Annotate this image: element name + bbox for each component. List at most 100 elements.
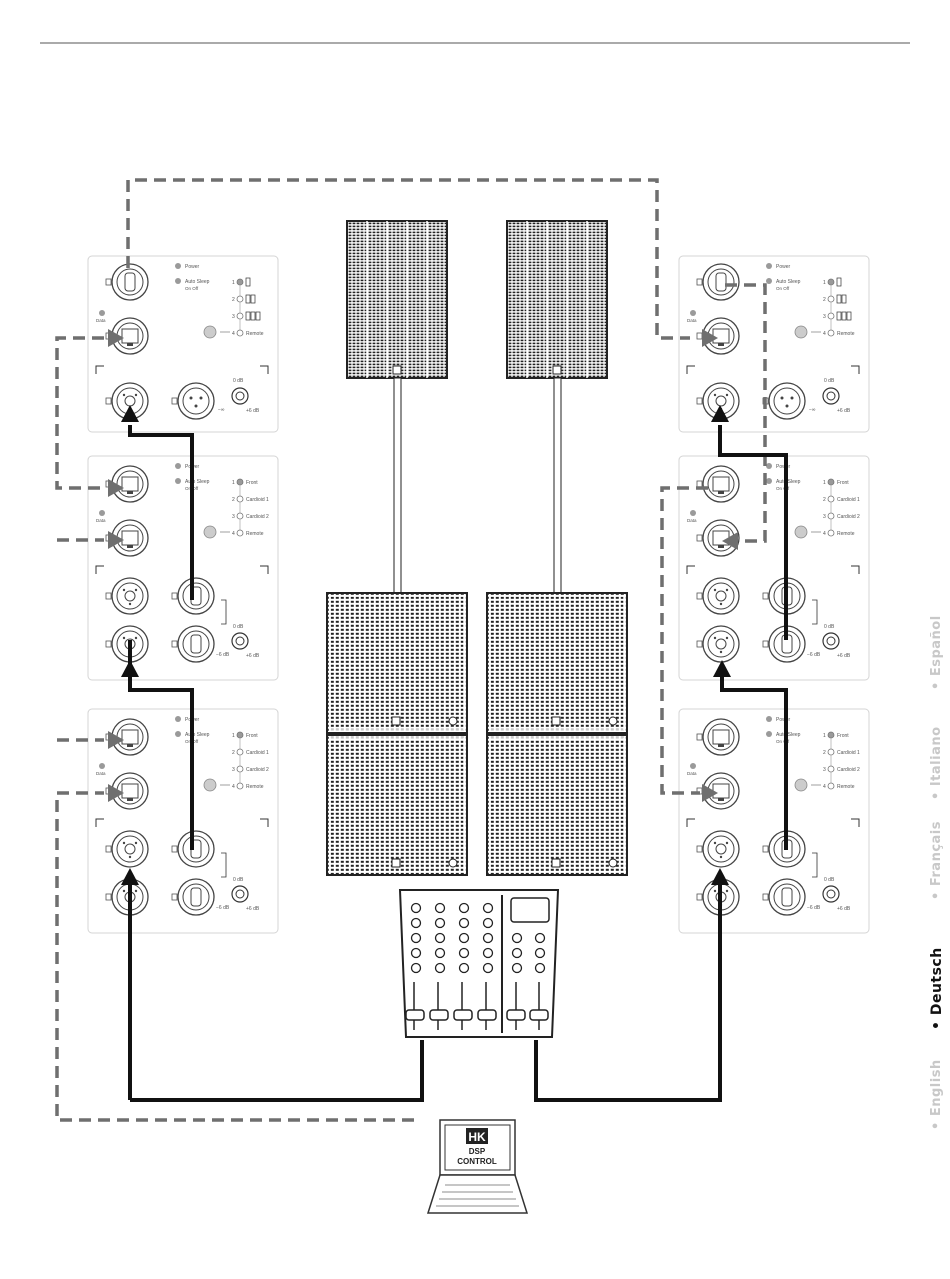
- line-input-a: [105, 577, 149, 615]
- mixer: [398, 889, 560, 1038]
- speaker-stack-left: [326, 220, 468, 876]
- line-output-b: [171, 878, 215, 916]
- svg-text:+6 dB: +6 dB: [837, 653, 851, 659]
- data-label: Data: [687, 518, 697, 523]
- laptop-line2: CONTROL: [457, 1157, 497, 1166]
- line-output: [762, 382, 806, 420]
- language-tab-1[interactable]: • Italiano: [929, 726, 944, 800]
- auto-sleep-label: Auto Sleep: [776, 279, 801, 285]
- svg-text:1: 1: [232, 733, 235, 739]
- svg-text:3: 3: [823, 314, 826, 320]
- auto-sleep-label: Auto Sleep: [776, 479, 801, 485]
- svg-text:Remote: Remote: [246, 531, 264, 537]
- power-label: Power: [776, 464, 791, 470]
- svg-text:Cardioid 1: Cardioid 1: [837, 497, 860, 503]
- svg-text:+6 dB: +6 dB: [837, 906, 851, 912]
- svg-text:Front: Front: [246, 480, 258, 486]
- data-label: Data: [96, 518, 106, 523]
- laptop-dsp-control: HK DSP CONTROL: [426, 1119, 529, 1214]
- language-tab-0[interactable]: • Español: [929, 615, 944, 690]
- svg-text:Cardioid 1: Cardioid 1: [246, 497, 269, 503]
- svg-text:0 dB: 0 dB: [233, 877, 244, 883]
- svg-text:4: 4: [823, 531, 826, 537]
- speakon-output: [696, 263, 740, 301]
- svg-text:1: 1: [823, 280, 826, 286]
- svg-text:1: 1: [232, 480, 235, 486]
- svg-text:0 dB: 0 dB: [824, 624, 835, 630]
- laptop-line1: DSP: [469, 1147, 486, 1156]
- data-port-in: [105, 465, 149, 503]
- svg-text:2: 2: [232, 750, 235, 756]
- svg-text:Cardioid 2: Cardioid 2: [246, 514, 269, 520]
- audio-arrowheads: [121, 405, 731, 885]
- svg-text:0 dB: 0 dB: [824, 877, 835, 883]
- line-input-b: [696, 625, 740, 663]
- laptop-brand: HK: [468, 1130, 486, 1144]
- svg-text:3: 3: [232, 767, 235, 773]
- svg-text:Cardioid 2: Cardioid 2: [246, 767, 269, 773]
- svg-text:2: 2: [232, 497, 235, 503]
- svg-text:4: 4: [232, 331, 235, 337]
- svg-text:−∞: −∞: [218, 407, 225, 413]
- svg-text:1: 1: [823, 733, 826, 739]
- svg-text:4: 4: [823, 784, 826, 790]
- svg-text:−6 dB: −6 dB: [807, 652, 821, 658]
- on-off-label: On Off: [776, 739, 790, 744]
- svg-text:Remote: Remote: [246, 784, 264, 790]
- svg-text:+6 dB: +6 dB: [246, 408, 260, 414]
- data-port-in: [696, 465, 740, 503]
- svg-text:0 dB: 0 dB: [233, 624, 244, 630]
- svg-text:2: 2: [823, 497, 826, 503]
- data-label: Data: [687, 771, 697, 776]
- line-output-a: [171, 577, 215, 615]
- line-output-b: [171, 625, 215, 663]
- svg-text:3: 3: [232, 514, 235, 520]
- data-label: Data: [96, 318, 106, 323]
- on-off-label: On Off: [776, 486, 790, 491]
- svg-text:Cardioid 1: Cardioid 1: [246, 750, 269, 756]
- svg-text:4: 4: [232, 531, 235, 537]
- svg-text:Front: Front: [837, 480, 849, 486]
- svg-text:4: 4: [232, 784, 235, 790]
- svg-text:Front: Front: [246, 733, 258, 739]
- svg-text:Cardioid 1: Cardioid 1: [837, 750, 860, 756]
- line-output: [171, 382, 215, 420]
- line-output-b: [762, 878, 806, 916]
- auto-sleep-label: Auto Sleep: [185, 479, 210, 485]
- language-tab-3[interactable]: • Deutsch: [929, 947, 945, 1030]
- on-off-label: On Off: [185, 286, 199, 291]
- data-port-out: [696, 772, 740, 810]
- svg-text:Remote: Remote: [837, 531, 855, 537]
- data-arrowheads: [108, 329, 738, 802]
- svg-text:Remote: Remote: [246, 331, 264, 337]
- svg-text:3: 3: [823, 767, 826, 773]
- svg-text:−6 dB: −6 dB: [216, 652, 230, 658]
- speaker-stack-right: [486, 220, 628, 876]
- svg-text:2: 2: [232, 297, 235, 303]
- svg-text:0 dB: 0 dB: [233, 378, 244, 384]
- svg-text:−6 dB: −6 dB: [807, 905, 821, 911]
- language-tab-4[interactable]: • English: [929, 1059, 944, 1130]
- svg-text:−∞: −∞: [809, 407, 816, 413]
- svg-text:4: 4: [823, 331, 826, 337]
- power-label: Power: [776, 717, 791, 723]
- data-port-out: [105, 772, 149, 810]
- power-label: Power: [185, 264, 200, 270]
- line-input: [696, 382, 740, 420]
- svg-text:1: 1: [823, 480, 826, 486]
- svg-text:+6 dB: +6 dB: [246, 653, 260, 659]
- svg-text:1: 1: [232, 280, 235, 286]
- data-port-in: [696, 718, 740, 756]
- speaker-stacks: [326, 220, 628, 876]
- svg-text:−6 dB: −6 dB: [216, 905, 230, 911]
- auto-sleep-label: Auto Sleep: [185, 732, 210, 738]
- speakon-output: [105, 263, 149, 301]
- data-port: [105, 317, 149, 355]
- svg-text:Remote: Remote: [837, 784, 855, 790]
- language-tab-2[interactable]: • Français: [929, 821, 944, 900]
